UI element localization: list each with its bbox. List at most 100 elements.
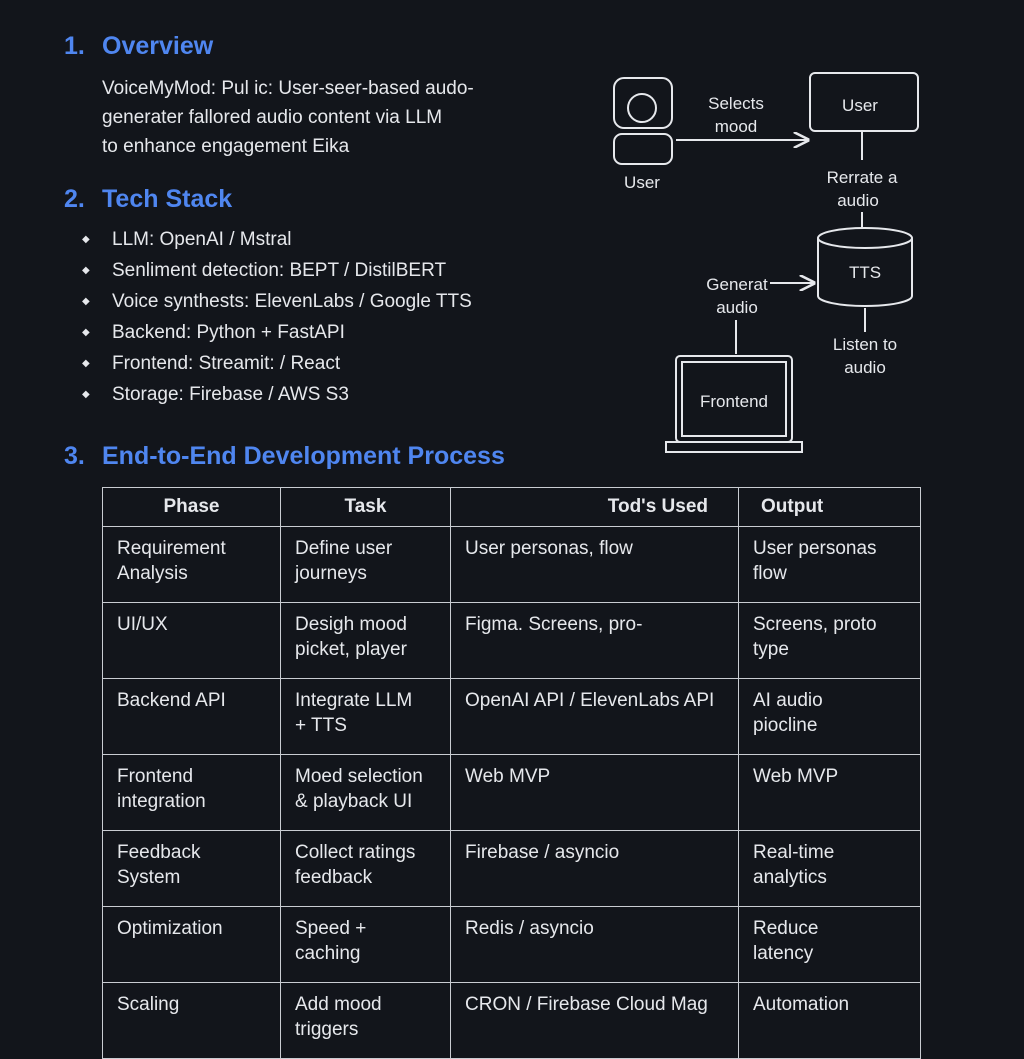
cell-line: analytics bbox=[753, 867, 827, 888]
cell-line: integration bbox=[117, 791, 206, 812]
cell-line: Real-time bbox=[753, 842, 835, 863]
table-cell: Scaling bbox=[102, 982, 281, 1059]
table-cell: Web MVP bbox=[450, 754, 739, 831]
cell-line: Analysis bbox=[117, 563, 188, 584]
table-row: UI/UX Desigh mood picket, player Figma. Scr… bbox=[102, 602, 921, 679]
cell-line: Add mood bbox=[295, 994, 382, 1015]
cell-line: Optimization bbox=[117, 918, 223, 939]
table-cell: Redis / asyncio bbox=[450, 906, 739, 983]
table-cell: Desigh mood picket, player bbox=[280, 602, 451, 679]
column-header: Task bbox=[280, 487, 451, 527]
list-item: Voice synthests: ElevenLabs / Google TTS bbox=[82, 288, 472, 319]
list-item: Frontend: Streamit: / React bbox=[82, 350, 472, 381]
cell-line: OpenAI API / ElevenLabs API bbox=[465, 690, 715, 711]
table-cell: Screens, proto type bbox=[738, 602, 921, 679]
overview-line: VoiceMyMod: Pul ic: User-seer-based audo… bbox=[102, 78, 474, 99]
generat-audio-line2: audio bbox=[716, 298, 758, 317]
table-cell: Optimization bbox=[102, 906, 281, 983]
table-row: Optimization Speed + caching Redis / asynci… bbox=[102, 906, 921, 983]
process-table: Phase Task Tod's Used Output Requirement… bbox=[102, 487, 921, 1059]
table-cell: Automation bbox=[738, 982, 921, 1059]
column-header: Phase bbox=[102, 487, 281, 527]
laptop-icon bbox=[665, 355, 803, 453]
cell-line: Desigh mood bbox=[295, 614, 407, 635]
cell-line: Speed + bbox=[295, 918, 367, 939]
frontend-label: Frontend bbox=[700, 392, 768, 411]
cell-line: Screens, proto bbox=[753, 614, 877, 635]
cell-line: Firebase / asyncio bbox=[465, 842, 620, 863]
table-cell: Moed selection& playback UI bbox=[280, 754, 451, 831]
table-cell: Figma. Screens, pro- bbox=[450, 602, 739, 679]
overview-line: generater fallored audio content via LLM bbox=[102, 107, 443, 128]
cell-line: Frontend bbox=[117, 766, 194, 787]
tts-database-icon bbox=[817, 227, 913, 307]
cell-line: Figma. Screens, pro- bbox=[465, 614, 643, 635]
cell-line: caching bbox=[295, 943, 361, 964]
cell-line: triggers bbox=[295, 1019, 359, 1040]
cell-line: Backend API bbox=[117, 690, 226, 711]
cell-line: Requirement bbox=[117, 538, 226, 559]
cell-line: Moed selection bbox=[295, 766, 423, 787]
rerrate-audio-line1: Rerrate a bbox=[827, 168, 898, 187]
cell-line: Redis / asyncio bbox=[465, 918, 594, 939]
user-box bbox=[809, 72, 919, 132]
column-header: Output bbox=[738, 487, 921, 527]
table-cell: AI audio piocline bbox=[738, 678, 921, 755]
table-cell: Firebase / asyncio bbox=[450, 830, 739, 907]
cell-line: User personas bbox=[753, 538, 877, 559]
table-header-row: Phase Task Tod's Used Output bbox=[102, 487, 921, 527]
user-box-label: User bbox=[842, 96, 878, 115]
table-cell: Real-time analytics bbox=[738, 830, 921, 907]
tech-stack-list: LLM: OpenAI / Mstral Senliment detection… bbox=[82, 226, 472, 412]
table-cell: Backend API bbox=[102, 678, 281, 755]
list-item: Senliment detection: BEPT / DistilBERT bbox=[82, 257, 472, 288]
list-item: Storage: Firebase / AWS S3 bbox=[82, 381, 472, 412]
table-cell: Add mood triggers bbox=[280, 982, 451, 1059]
cell-line: UI/UX bbox=[117, 614, 168, 635]
listen-audio-line2: audio bbox=[844, 358, 886, 377]
selects-mood-label-line2: mood bbox=[715, 117, 758, 136]
cell-line: Feedback bbox=[117, 842, 201, 863]
table-cell: Web MVP bbox=[738, 754, 921, 831]
cell-line: Web MVP bbox=[465, 766, 551, 787]
cell-line: Integrate LLM bbox=[295, 690, 413, 711]
cell-line: User personas, flow bbox=[465, 538, 633, 559]
cell-line: type bbox=[753, 639, 789, 660]
table-cell: OpenAI API / ElevenLabs API bbox=[450, 678, 739, 755]
cell-line: feedback bbox=[295, 867, 373, 888]
flow-diagram: User Selects mood User Rerrate a audio T… bbox=[613, 72, 919, 453]
table-cell: Integrate LLM + TTS bbox=[280, 678, 451, 755]
cell-line: System bbox=[117, 867, 181, 888]
cell-line: Reduce bbox=[753, 918, 819, 939]
tech-stack-heading: 2.Tech Stack bbox=[64, 185, 233, 213]
selects-mood-label-line1: Selects bbox=[708, 94, 764, 113]
cell-line: flow bbox=[753, 563, 787, 584]
list-item: LLM: OpenAI / Mstral bbox=[82, 226, 472, 257]
table-row: Scaling Add mood triggers CRON / Firebase C… bbox=[102, 982, 921, 1059]
cell-line: journeys bbox=[295, 563, 367, 584]
cell-line: Collect ratings bbox=[295, 842, 416, 863]
list-item: Backend: Python + FastAPI bbox=[82, 319, 472, 350]
table-cell: User personas flow bbox=[738, 526, 921, 603]
cell-line: Scaling bbox=[117, 994, 180, 1015]
overview-heading: 1.Overview bbox=[64, 32, 214, 60]
table-cell: User personas, flow bbox=[450, 526, 739, 603]
table-cell: Speed + caching bbox=[280, 906, 451, 983]
generat-audio-line1: Generat bbox=[706, 275, 768, 294]
cell-line: picket, player bbox=[295, 639, 407, 660]
table-row: Backend API Integrate LLM + TTS OpenAI API … bbox=[102, 678, 921, 755]
cell-line: CRON / Firebase Cloud Mag bbox=[465, 994, 708, 1015]
column-header: Tod's Used bbox=[450, 487, 739, 527]
cell-line: AI audio bbox=[753, 690, 823, 711]
cell-line: Automation bbox=[753, 994, 850, 1015]
user-person-label: User bbox=[624, 173, 660, 192]
cell-line: + TTS bbox=[295, 715, 347, 736]
cell-line: piocline bbox=[753, 715, 818, 736]
